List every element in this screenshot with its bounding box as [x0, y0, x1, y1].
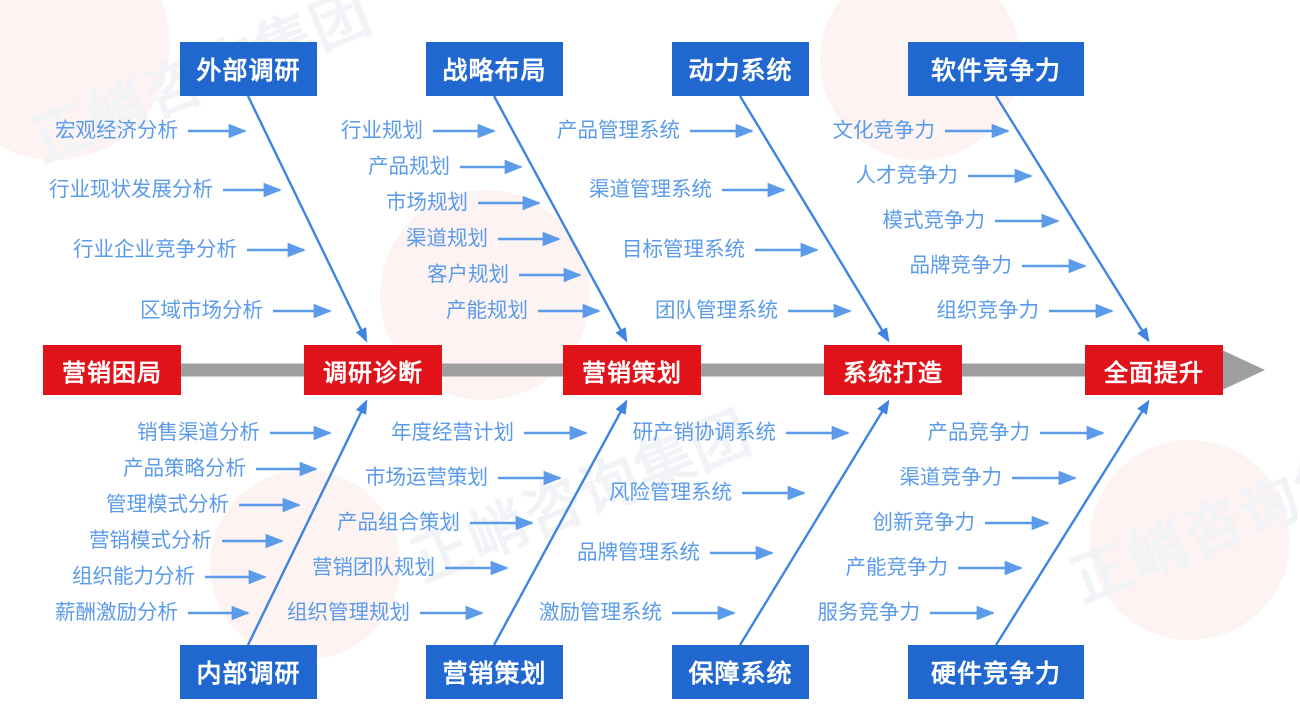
leaf-label: 管理模式分析	[106, 492, 229, 516]
leaf-label: 产品策略分析	[123, 456, 246, 480]
leaf-label: 销售渠道分析	[137, 420, 260, 444]
leaf-label: 区域市场分析	[140, 298, 263, 322]
bottom-branch-label-0[interactable]: 内部调研	[180, 645, 317, 699]
bottom-branch-label-3[interactable]: 硬件竞争力	[908, 645, 1084, 699]
leaf-label: 品牌管理系统	[577, 540, 700, 564]
branch-label-text: 保障系统	[688, 660, 793, 688]
bottom-branch-label-1[interactable]: 营销策划	[426, 645, 563, 699]
leaf-label: 渠道管理系统	[589, 177, 712, 201]
spine-node-0[interactable]: 营销困局	[43, 345, 181, 395]
bone-top	[246, 95, 1150, 343]
spine-node-label: 调研诊断	[323, 359, 423, 387]
leaf-label: 产品竞争力	[927, 420, 1031, 444]
leaf-label: 品牌竞争力	[909, 253, 1013, 277]
leaf-label: 文化竞争力	[832, 118, 936, 142]
leaf-label: 行业现状发展分析	[49, 177, 213, 201]
top-branch-label-1[interactable]: 战略布局	[426, 42, 563, 96]
leaf-label: 组织管理规划	[287, 600, 410, 624]
leaf-arrows	[188, 123, 1114, 621]
spine-node-3[interactable]: 系统打造	[824, 345, 962, 395]
branch-label-text: 战略布局	[442, 57, 547, 85]
bone-bottom	[246, 399, 1150, 646]
leaf-label: 市场运营策划	[365, 465, 488, 489]
spine-node-1[interactable]: 调研诊断	[304, 345, 442, 395]
leaf-label: 宏观经济分析	[55, 118, 178, 142]
branch-label-text: 外部调研	[196, 57, 301, 85]
spine-node-label: 系统打造	[843, 359, 943, 387]
branch-label-text: 硬件竞争力	[930, 660, 1061, 688]
leaf-label: 渠道规划	[406, 226, 488, 250]
leaf-label: 行业企业竞争分析	[73, 237, 237, 261]
leaf-label: 产能规划	[446, 298, 528, 322]
leaf-label: 人才竞争力	[855, 163, 959, 187]
leaf-label: 风险管理系统	[609, 480, 732, 504]
branch-label-text: 内部调研	[196, 660, 301, 688]
branch-label-text: 动力系统	[688, 57, 793, 85]
leaf-label: 目标管理系统	[622, 237, 745, 261]
spine-node-label: 营销策划	[582, 359, 682, 387]
spine-node-label: 全面提升	[1104, 359, 1204, 387]
leaf-label: 年度经营计划	[391, 420, 514, 444]
leaf-label: 客户规划	[427, 262, 509, 286]
spine-node-2[interactable]: 营销策划	[563, 345, 701, 395]
spine-node-4[interactable]: 全面提升	[1085, 345, 1223, 395]
branch-label-text: 营销策划	[442, 660, 547, 688]
leaf-label: 激励管理系统	[539, 600, 662, 624]
leaf-label: 行业规划	[341, 118, 423, 142]
leaf-label: 服务竞争力	[817, 600, 921, 624]
leaf-label: 组织竞争力	[936, 298, 1040, 322]
top-branch-label-2[interactable]: 动力系统	[672, 42, 809, 96]
spine-node-label: 营销困局	[62, 359, 162, 387]
leaf-label: 薪酬激励分析	[55, 600, 178, 624]
leaf-label: 产能竞争力	[845, 555, 949, 579]
leaf-label: 产品管理系统	[557, 118, 680, 142]
leaf-label: 渠道竞争力	[899, 465, 1003, 489]
bottom-branch-label-2[interactable]: 保障系统	[672, 645, 809, 699]
leaf-label: 营销模式分析	[89, 528, 212, 552]
top-branch-label-3[interactable]: 软件竞争力	[908, 42, 1084, 96]
leaf-label: 营销团队规划	[312, 555, 435, 579]
leaf-label: 产品组合策划	[337, 510, 460, 534]
leaf-label: 创新竞争力	[872, 510, 976, 534]
leaf-label: 模式竞争力	[882, 208, 986, 232]
leaf-label: 产品规划	[368, 154, 450, 178]
top-branch-label-0[interactable]: 外部调研	[180, 42, 317, 96]
leaf-label: 团队管理系统	[655, 298, 778, 322]
leaf-label: 市场规划	[386, 190, 468, 214]
leaf-label: 研产销协调系统	[632, 420, 777, 444]
branch-label-text: 软件竞争力	[930, 57, 1061, 85]
leaf-label: 组织能力分析	[72, 564, 195, 588]
